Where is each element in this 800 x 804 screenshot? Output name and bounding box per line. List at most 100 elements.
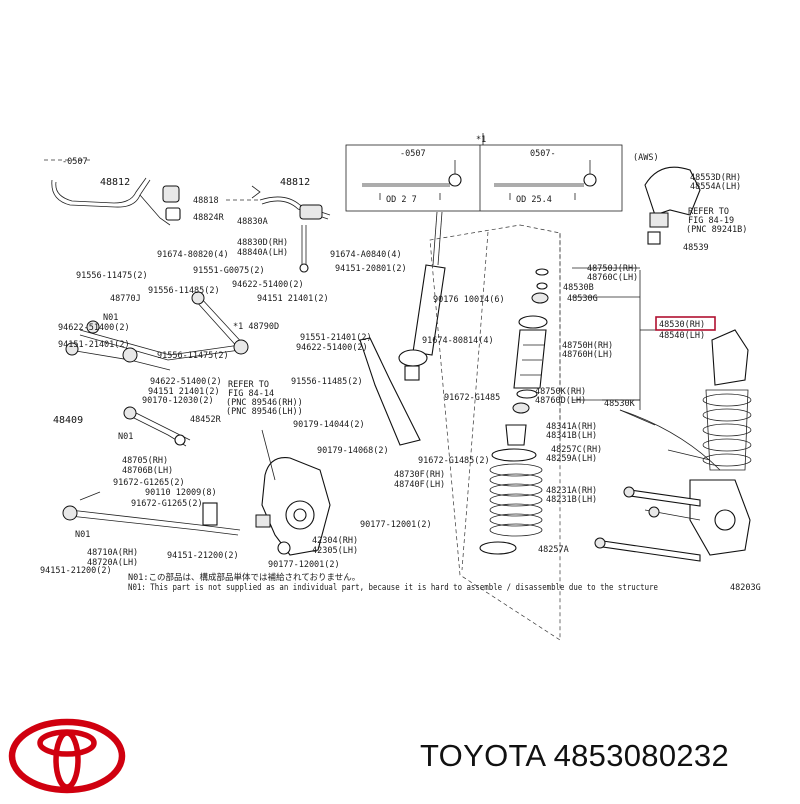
part-label: 90177-12001(2): [360, 520, 432, 530]
shock-absorber-shape: [398, 211, 446, 381]
part-label: 48818: [193, 196, 219, 206]
part-label: 48259A(LH): [546, 454, 597, 464]
part-label: 91556-11475(2): [76, 271, 148, 281]
brand-part-number-caption: TOYOTA 4853080232: [420, 738, 729, 773]
part-label: 94151-21200(2): [167, 551, 239, 561]
part-label: 94622-51400(2): [232, 280, 304, 290]
part-label: *1 48790D: [233, 322, 279, 332]
part-label: 91556-11475(2): [157, 351, 229, 361]
part-label: 48409: [53, 415, 83, 426]
part-label: 94622-51400(2): [58, 323, 130, 333]
part-label: 94151-20801(2): [335, 264, 407, 274]
part-label: 48760C(LH): [587, 273, 638, 283]
part-label: 42305(LH): [312, 546, 358, 556]
part-label: 91672-G1485(2): [418, 456, 490, 466]
part-label: 90179-14044(2): [293, 420, 365, 430]
note-line-jp: N01:この部品は、構成部品単体では補給されておりません。: [128, 572, 360, 583]
part-label: 91674-80820(4): [157, 250, 229, 260]
part-label: 48530K: [604, 399, 636, 409]
part-label: 90176 10014(6): [433, 295, 505, 305]
diagram-linework: [44, 133, 752, 641]
part-label: 48760H(LH): [562, 350, 613, 360]
part-label: 91672-G1485: [444, 393, 500, 403]
part-label: 94151 21401(2): [148, 387, 220, 397]
part-label: 48539: [683, 243, 709, 253]
part-label: 48824R: [193, 213, 225, 223]
inset-box: [345, 144, 623, 212]
part-label: 0507-: [530, 149, 556, 159]
note-line-en: N01: This part is not supplied as an ind…: [128, 583, 658, 593]
part-label: -0507: [400, 149, 426, 159]
part-label: FIG 84-14: [228, 389, 274, 399]
assembled-suspension-shape: [594, 329, 752, 562]
part-label: (PNC 89546(RH)): [226, 398, 303, 408]
part-label: 94151 21401(2): [257, 294, 329, 304]
part-label: OD 2 7: [386, 195, 417, 205]
part-label: REFER TO: [688, 207, 729, 217]
part-label: (AWS): [633, 153, 659, 163]
part-label: 48530B: [563, 283, 594, 293]
part-label: 48554A(LH): [690, 182, 741, 192]
part-label: 48812: [100, 177, 130, 188]
part-label: 48730F(RH): [394, 470, 445, 480]
part-label: N01: [118, 432, 133, 442]
part-label: 48540(LH): [659, 331, 705, 341]
part-label: 48705(RH): [122, 456, 168, 466]
part-label: 48203G: [730, 583, 761, 593]
knuckle-shape: [255, 429, 331, 556]
part-label: 48341B(LH): [546, 431, 597, 441]
part-label: 48812: [280, 177, 310, 188]
part-label: N01: [103, 313, 118, 323]
part-label: 48720A(LH): [87, 558, 138, 568]
part-label: 48840A(LH): [237, 248, 288, 258]
part-label: 91551-21401(2): [300, 333, 372, 343]
part-label: 91556-11485(2): [148, 286, 220, 296]
part-label: 48710A(RH): [87, 548, 138, 558]
toyota-logo-icon: [8, 718, 126, 794]
part-label: 48760D(LH): [535, 396, 586, 406]
part-label: 90179-14068(2): [317, 446, 389, 456]
part-label: 48231B(LH): [546, 495, 597, 505]
part-label: 48750K(RH): [535, 387, 586, 397]
part-label: 48257A: [538, 545, 569, 555]
part-label: 91672-G1265(2): [113, 478, 185, 488]
highlight-frame: [655, 316, 716, 331]
part-label: 48830A: [237, 217, 268, 227]
part-label: 48740F(LH): [394, 480, 445, 490]
part-label: 48231A(RH): [546, 486, 597, 496]
part-label: 48341A(RH): [546, 422, 597, 432]
part-label: -0507: [62, 157, 88, 167]
part-label: 48830D(RH): [237, 238, 288, 248]
part-label: 48530G: [567, 294, 598, 304]
bump-boot-shape: [513, 329, 547, 389]
part-label: 91556-11485(2): [291, 377, 363, 387]
part-label: *1: [476, 135, 486, 145]
part-label: 48770J: [110, 294, 141, 304]
part-label: 91672-G1265(2): [131, 499, 203, 509]
part-label: 48257C(RH): [551, 445, 602, 455]
part-label: 48750J(RH): [587, 264, 638, 274]
part-label: 91674-A0840(4): [330, 250, 402, 260]
part-label: FIG 84-19: [688, 216, 734, 226]
bushing-shape: [162, 185, 180, 203]
part-label: 90177-12001(2): [268, 560, 340, 570]
highlighted-part-label: 48530(RH): [659, 320, 705, 330]
part-label: 90170-12030(2): [142, 396, 214, 406]
part-label: 94622-51400(2): [296, 343, 368, 353]
part-label: (PNC 89241B): [686, 225, 747, 235]
part-label: 94151-21200(2): [40, 566, 112, 576]
part-label: 91674-80814(4): [422, 336, 494, 346]
part-label: 48553D(RH): [690, 173, 741, 183]
part-label: 48452R: [190, 415, 222, 425]
part-label: 94622-51400(2): [150, 377, 222, 387]
part-label: 42304(RH): [312, 536, 358, 546]
part-number-labels: -0507 48812 48818 48824R 91674-80820(4) …: [40, 135, 761, 593]
part-label: 48750H(RH): [562, 341, 613, 351]
part-label: 90110 12009(8): [145, 488, 217, 498]
coil-spring-shape: [489, 463, 543, 537]
part-label: N01: [75, 530, 90, 540]
part-label: 91551-G0075(2): [193, 266, 265, 276]
part-label: OD 25.4: [516, 195, 552, 205]
